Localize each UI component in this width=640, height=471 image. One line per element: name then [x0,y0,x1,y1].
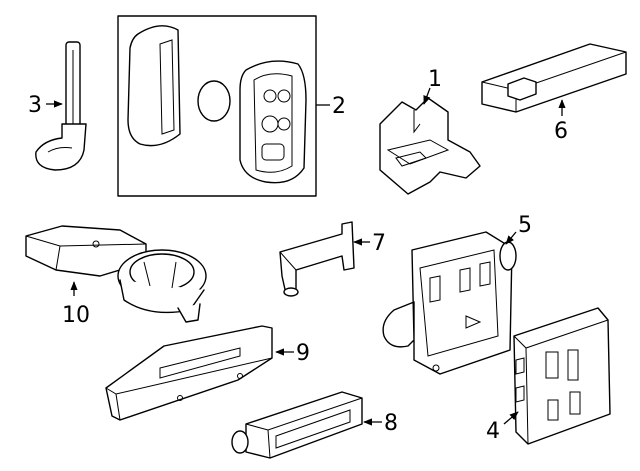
part-8-antenna-rod [231,391,363,459]
callout-5: 5 [518,213,532,238]
callout-2: 2 [332,94,346,119]
part-3-key-blade [35,41,87,171]
leader-1 [423,87,431,105]
callout-7: 7 [372,231,386,256]
part-6-receiver-module [481,43,627,113]
part-4-control-module [513,307,611,445]
callout-3: 3 [28,93,42,118]
callout-1: 1 [428,67,442,92]
callout-10: 10 [62,303,90,328]
part-2-key-fob-group [117,15,317,197]
part-5-housing [382,231,517,375]
callout-6: 6 [554,119,568,144]
leader-4 [503,411,519,425]
part-10-antenna-assembly [25,225,207,323]
callout-4: 4 [486,419,500,444]
callout-8: 8 [384,411,398,436]
leader-5 [505,231,517,245]
callout-9: 9 [296,341,310,366]
part-9-long-bracket [105,325,273,421]
part-7-pin-bracket [279,221,355,297]
part-1-bracket [379,97,481,195]
